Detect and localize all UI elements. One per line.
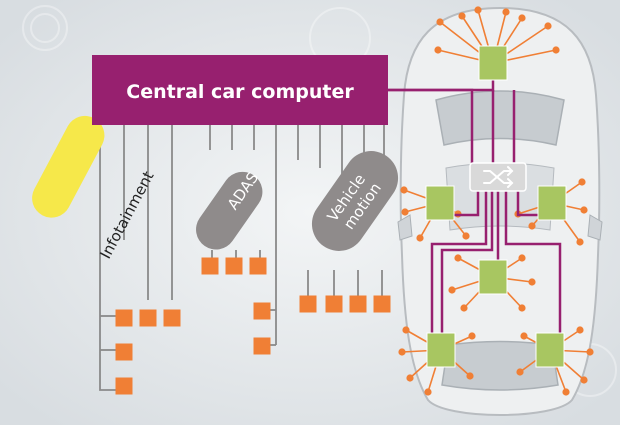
zone-endpoint-dot: [528, 222, 536, 230]
adas-endpoint: [201, 257, 219, 275]
infotainment-endpoint: [163, 309, 181, 327]
domain-endpoints: [115, 257, 391, 395]
zone-endpoint-dot: [402, 326, 410, 334]
zone-endpoint-dot: [424, 388, 432, 396]
zone-endpoint-dot: [544, 22, 552, 30]
adas-endpoint: [253, 302, 271, 320]
zone-endpoint-dot: [448, 286, 456, 294]
backbone-wire: [440, 191, 494, 338]
infotainment-endpoint: [115, 343, 133, 361]
vehicle-motion-endpoint: [349, 295, 367, 313]
central-computer-label: Central car computer: [126, 81, 354, 103]
backbone-wire: [516, 191, 540, 217]
zone-controller-5: [426, 332, 456, 368]
shuffle-icon: [483, 166, 514, 188]
zone-controller-6: [535, 332, 565, 368]
zone-endpoint-dot: [580, 376, 588, 384]
domain-wire: [99, 125, 116, 391]
zone-endpoint-dot: [398, 348, 406, 356]
zone-endpoint-dot: [580, 206, 588, 214]
zone-endpoint-dot: [562, 388, 570, 396]
zone-endpoint-dot: [400, 186, 408, 194]
zone-controller-2: [425, 185, 455, 221]
zone-endpoint-dot: [434, 46, 442, 54]
zone-endpoint-dot: [576, 326, 584, 334]
infotainment-endpoint: [115, 377, 133, 395]
zone-controllers: [425, 45, 567, 368]
vehicle-motion-endpoint: [299, 295, 317, 313]
zone-endpoint-dot: [458, 12, 466, 20]
zone-endpoint-dot: [460, 304, 468, 312]
backbone-wire: [452, 191, 480, 217]
zone-endpoint-dot: [462, 232, 470, 240]
background-decor: [22, 5, 617, 397]
zone-endpoint-dot: [520, 332, 528, 340]
adas-endpoint: [249, 257, 267, 275]
zone-endpoint-dot: [406, 374, 414, 382]
zone-endpoint-dot: [528, 278, 536, 286]
adas-endpoint: [253, 337, 271, 355]
network-switch: [469, 162, 527, 192]
zone-endpoint-dot: [474, 6, 482, 14]
zone-endpoint-dot: [436, 18, 444, 26]
zone-controller-1: [478, 45, 508, 81]
zone-endpoint-dot: [468, 332, 476, 340]
zone-endpoint-dot: [586, 348, 594, 356]
zone-endpoint-dot: [454, 254, 462, 262]
zone-endpoint-dot: [516, 368, 524, 376]
infotainment-endpoint: [139, 309, 157, 327]
zone-controller-4: [478, 259, 508, 295]
infotainment-endpoint: [115, 309, 133, 327]
zone-endpoint-dot: [578, 178, 586, 186]
zone-controller-3: [537, 185, 567, 221]
vehicle-motion-endpoint: [373, 295, 391, 313]
zone-endpoint-dot: [502, 8, 510, 16]
central-car-computer: Central car computer: [92, 55, 388, 125]
zone-endpoint-dot: [576, 238, 584, 246]
zone-endpoint-dot: [518, 254, 526, 262]
backbone-wire: [388, 88, 474, 163]
zone-endpoint-dot: [416, 234, 424, 242]
vehicle-motion-endpoint: [325, 295, 343, 313]
zone-endpoint-dot: [518, 304, 526, 312]
domain-pill-adas: ADAS: [196, 169, 263, 250]
backbone-wire: [430, 191, 488, 338]
zone-endpoint-dot: [466, 372, 474, 380]
zone-endpoint-dot: [552, 46, 560, 54]
adas-endpoint: [225, 257, 243, 275]
zone-endpoint-dot: [518, 14, 526, 22]
backbone-wire: [504, 191, 562, 338]
zone-endpoint-dot: [401, 208, 409, 216]
